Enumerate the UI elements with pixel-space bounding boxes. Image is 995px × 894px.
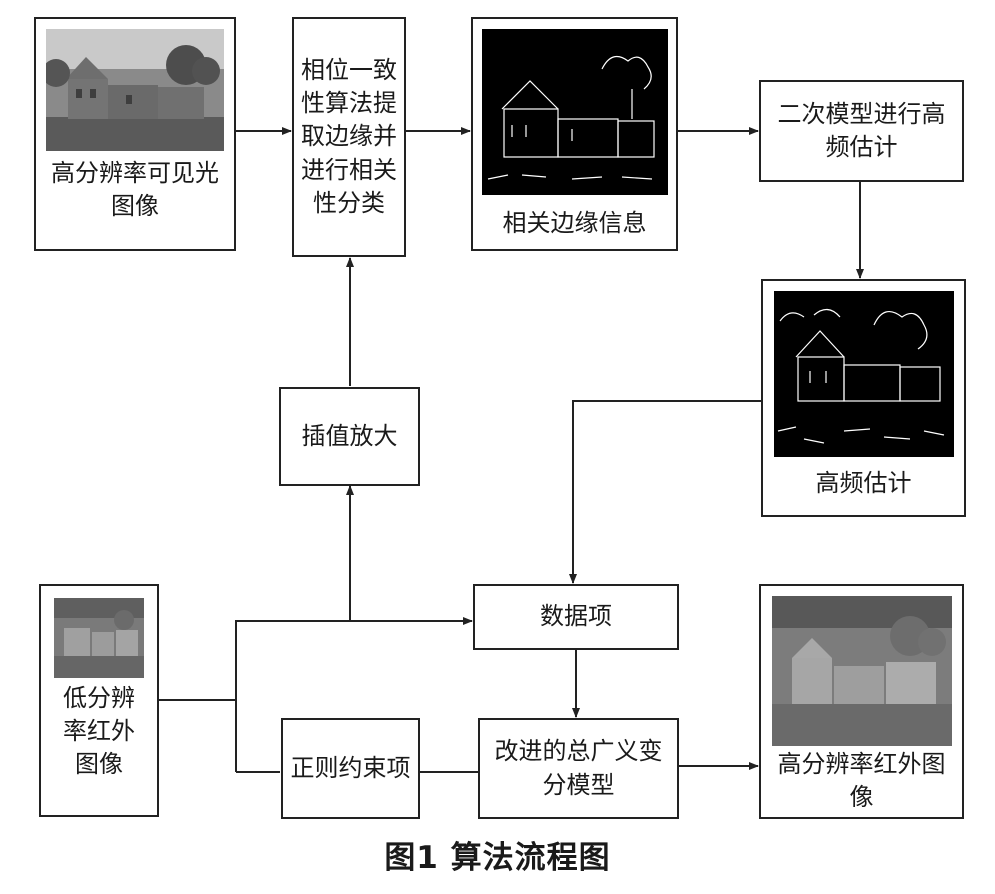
phase-congruency-node: 相位一致 性算法提 取边缘并 进行相关 性分类 xyxy=(292,17,406,257)
related-edges-label: 相关边缘信息 xyxy=(502,209,647,237)
hr-visible-image-node: 高分辨率可见光 图像 xyxy=(34,17,236,251)
hr-visible-label: 高分辨率可见光 图像 xyxy=(51,159,219,221)
related-edges-node: 相关边缘信息 xyxy=(471,17,678,251)
related-edges-thumbnail xyxy=(481,29,668,195)
figure-caption: 图1 算法流程图 xyxy=(384,840,611,876)
hr-infrared-node: 高分辨率红外图 像 xyxy=(759,584,964,819)
quadratic-model-node: 二次模型进行高 频估计 xyxy=(759,80,964,182)
lr-infrared-node: 低分辨 率红外 图像 xyxy=(39,584,159,817)
regularization-term-node: 正则约束项 xyxy=(281,718,420,819)
arrow-junction-to-data xyxy=(235,617,473,772)
data-term-node: 数据项 xyxy=(473,584,679,650)
hf-estimate-node: 高频估计 xyxy=(761,279,966,517)
improved-tgv-label: 改进的总广义变 分模型 xyxy=(494,737,663,799)
arrow-hf-to-data xyxy=(569,400,761,584)
interpolation-node: 插值放大 xyxy=(279,387,420,486)
lr-infrared-label: 低分辨 率红外 图像 xyxy=(63,684,135,779)
data-term-label: 数据项 xyxy=(540,602,612,631)
phase-congruency-label: 相位一致 性算法提 取边缘并 进行相关 性分类 xyxy=(301,56,397,217)
hf-estimate-thumbnail xyxy=(773,291,954,457)
improved-tgv-node: 改进的总广义变 分模型 xyxy=(478,718,679,819)
regularization-term-label: 正则约束项 xyxy=(290,753,411,782)
hf-estimate-label: 高频估计 xyxy=(815,469,912,497)
hr-infrared-thumbnail xyxy=(771,596,952,746)
lr-infrared-thumbnail xyxy=(54,598,144,678)
interpolation-label: 插值放大 xyxy=(301,421,398,450)
hr-infrared-label: 高分辨率红外图 像 xyxy=(777,750,946,812)
quadratic-model-label: 二次模型进行高 频估计 xyxy=(777,99,946,161)
hr-visible-thumbnail xyxy=(46,29,224,151)
